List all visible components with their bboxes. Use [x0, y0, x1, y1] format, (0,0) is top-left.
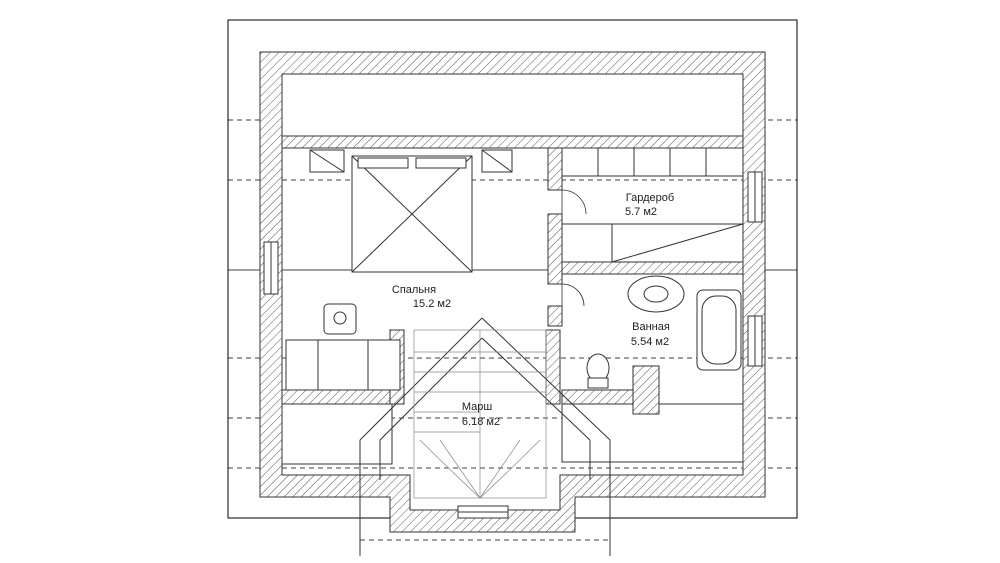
room-name-wardrobe: Гардероб — [626, 192, 674, 204]
windows — [263, 171, 763, 367]
room-name-bathroom: Ванная — [632, 321, 670, 333]
exterior-walls — [259, 51, 766, 533]
wardrobe-shelves — [561, 147, 744, 263]
bathroom-fixtures — [586, 275, 742, 389]
room-labels: Спальня 15.2 м2 Гардероб 5.7 м2 Ванная 5… — [392, 192, 674, 428]
room-name-stairs: Марш — [462, 401, 493, 413]
roof-slopes — [359, 317, 611, 556]
interior-walls — [281, 147, 744, 415]
top-attic-wall — [281, 135, 744, 149]
room-area-wardrobe: 5.7 м2 — [625, 206, 657, 218]
room-area-stairs: 6.18 м2 — [462, 416, 500, 428]
staircase — [413, 329, 547, 499]
top-attic-zone — [281, 73, 744, 137]
bed — [351, 155, 473, 273]
room-area-bathroom: 5.54 м2 — [631, 336, 669, 348]
bottom-attic-left — [281, 403, 393, 465]
doors — [561, 189, 587, 307]
desk — [285, 303, 401, 391]
bedroom-shelf — [309, 149, 513, 173]
room-area-bedroom: 15.2 м2 — [413, 298, 451, 310]
room-name-bedroom: Спальня — [392, 284, 436, 296]
stair-window — [457, 505, 509, 519]
